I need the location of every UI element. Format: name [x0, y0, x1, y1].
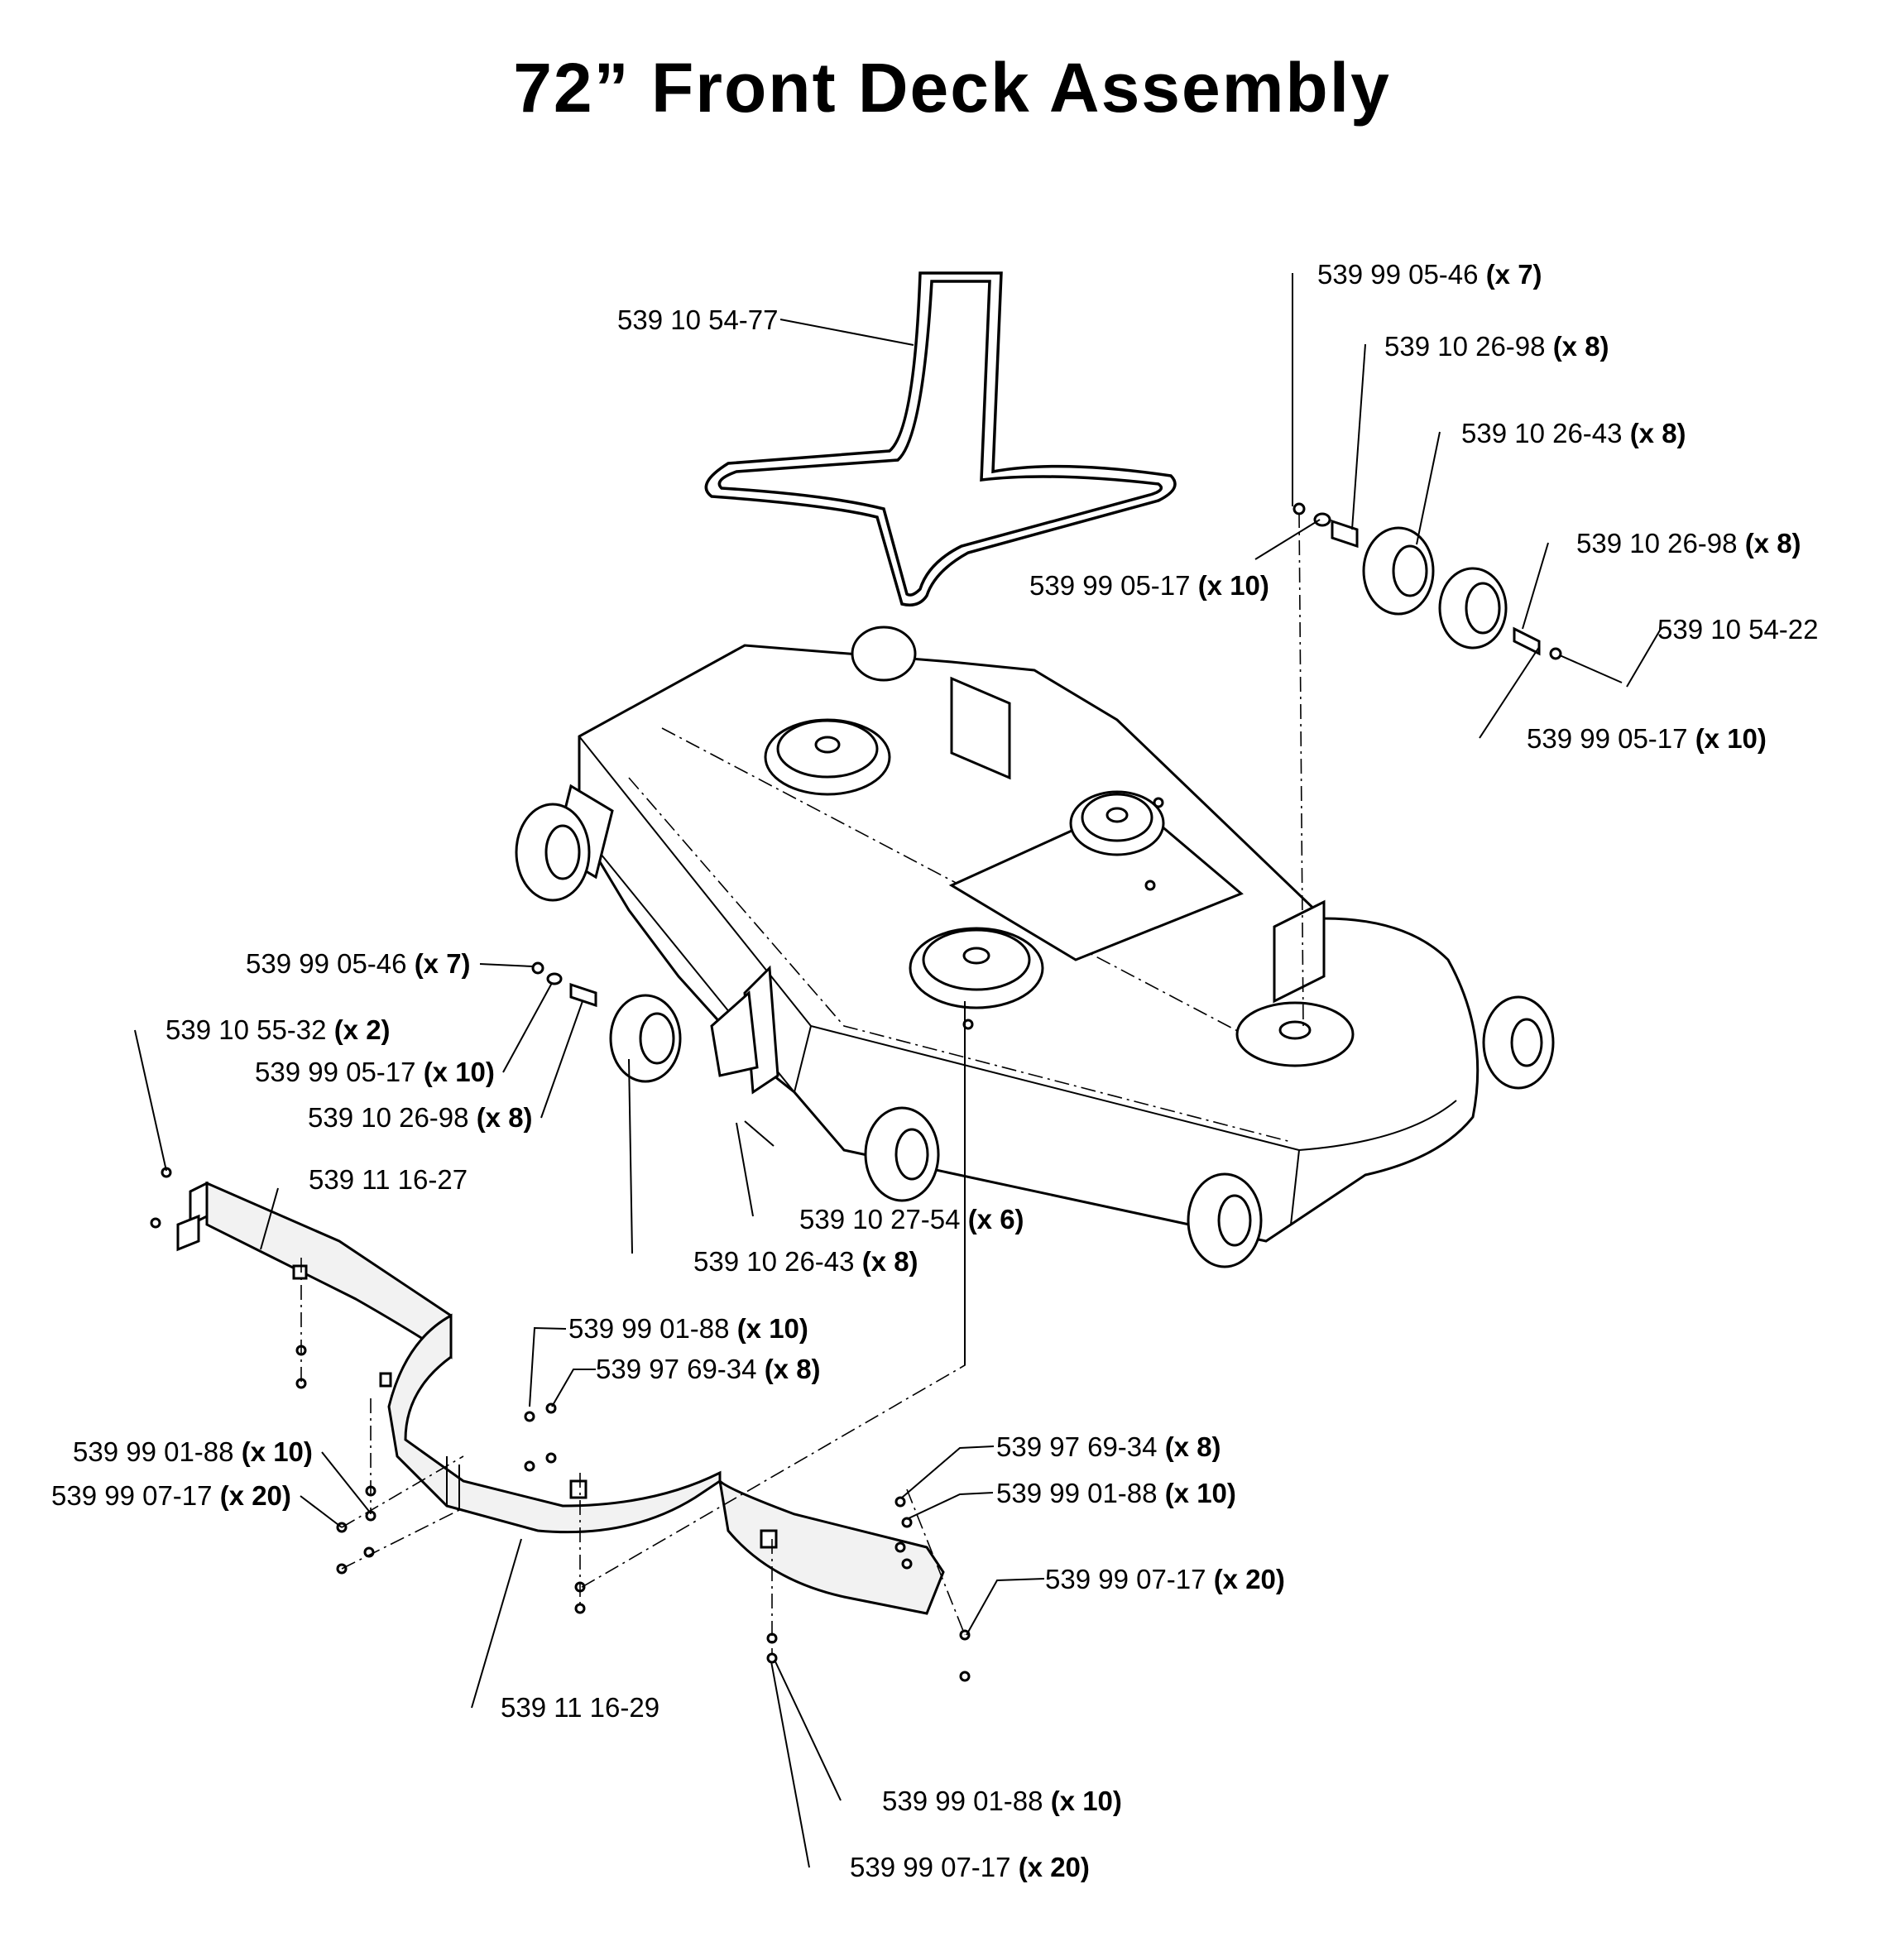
page-title: 72” Front Deck Assembly [513, 49, 1391, 127]
callout-washer-b: 539 99 07-17 (x 20) [850, 1852, 1090, 1882]
hardware [295, 797, 1164, 1682]
callout-bolt-ml: 539 99 05-46 (x 7) [246, 948, 471, 979]
caster-wheel-assembly-right [1293, 502, 1623, 683]
callout-axle-tr: 539 10 54-22 [1657, 614, 1819, 645]
callout-shield-left: 539 11 16-27 [309, 1164, 468, 1195]
callout-pin-mc: 539 10 27-54 (x 6) [799, 1204, 1024, 1234]
callout-spacer-tr1: 539 10 26-98 (x 8) [1384, 331, 1609, 362]
deck-caster-wheels [515, 626, 1555, 1268]
callout-spacer-ml: 539 10 26-98 (x 8) [308, 1102, 533, 1133]
callout-spacer-tr2: 539 10 26-98 (x 8) [1576, 528, 1801, 559]
callout-washer-tr1: 539 99 05-17 (x 10) [1029, 570, 1269, 601]
center-shield [292, 1264, 945, 1615]
drive-belt [704, 271, 1177, 606]
callout-washer-ml: 539 99 05-17 (x 10) [255, 1057, 495, 1087]
callout-nut-r: 539 99 01-88 (x 10) [996, 1478, 1236, 1508]
callout-wheel-tr: 539 10 26-43 (x 8) [1461, 418, 1686, 448]
callout-nut-l: 539 99 01-88 (x 10) [73, 1436, 313, 1467]
callout-wheel-mc: 539 10 26-43 (x 8) [693, 1246, 918, 1277]
callout-washer-r: 539 99 07-17 (x 20) [1045, 1564, 1285, 1594]
callout-washer-tr2: 539 99 05-17 (x 10) [1527, 723, 1767, 754]
callout-shield-center: 539 11 16-29 [501, 1692, 660, 1723]
callout-washer-l: 539 99 07-17 (x 20) [51, 1480, 291, 1511]
callout-belt: 539 10 54-77 [617, 304, 779, 335]
leader-lines [134, 273, 1662, 1868]
callout-screw-ml: 539 10 55-32 (x 2) [165, 1014, 391, 1045]
callout-nut-c1: 539 99 01-88 (x 10) [568, 1313, 808, 1344]
callout-bolt-r: 539 97 69-34 (x 8) [996, 1431, 1221, 1462]
callout-bolt-tr: 539 99 05-46 (x 7) [1317, 259, 1542, 290]
caster-wheel-assembly-left [531, 961, 974, 1147]
mower-deck [553, 644, 1480, 1243]
callout-bolt-c1: 539 97 69-34 (x 8) [596, 1354, 821, 1384]
callout-nut-b: 539 99 01-88 (x 10) [882, 1786, 1122, 1816]
